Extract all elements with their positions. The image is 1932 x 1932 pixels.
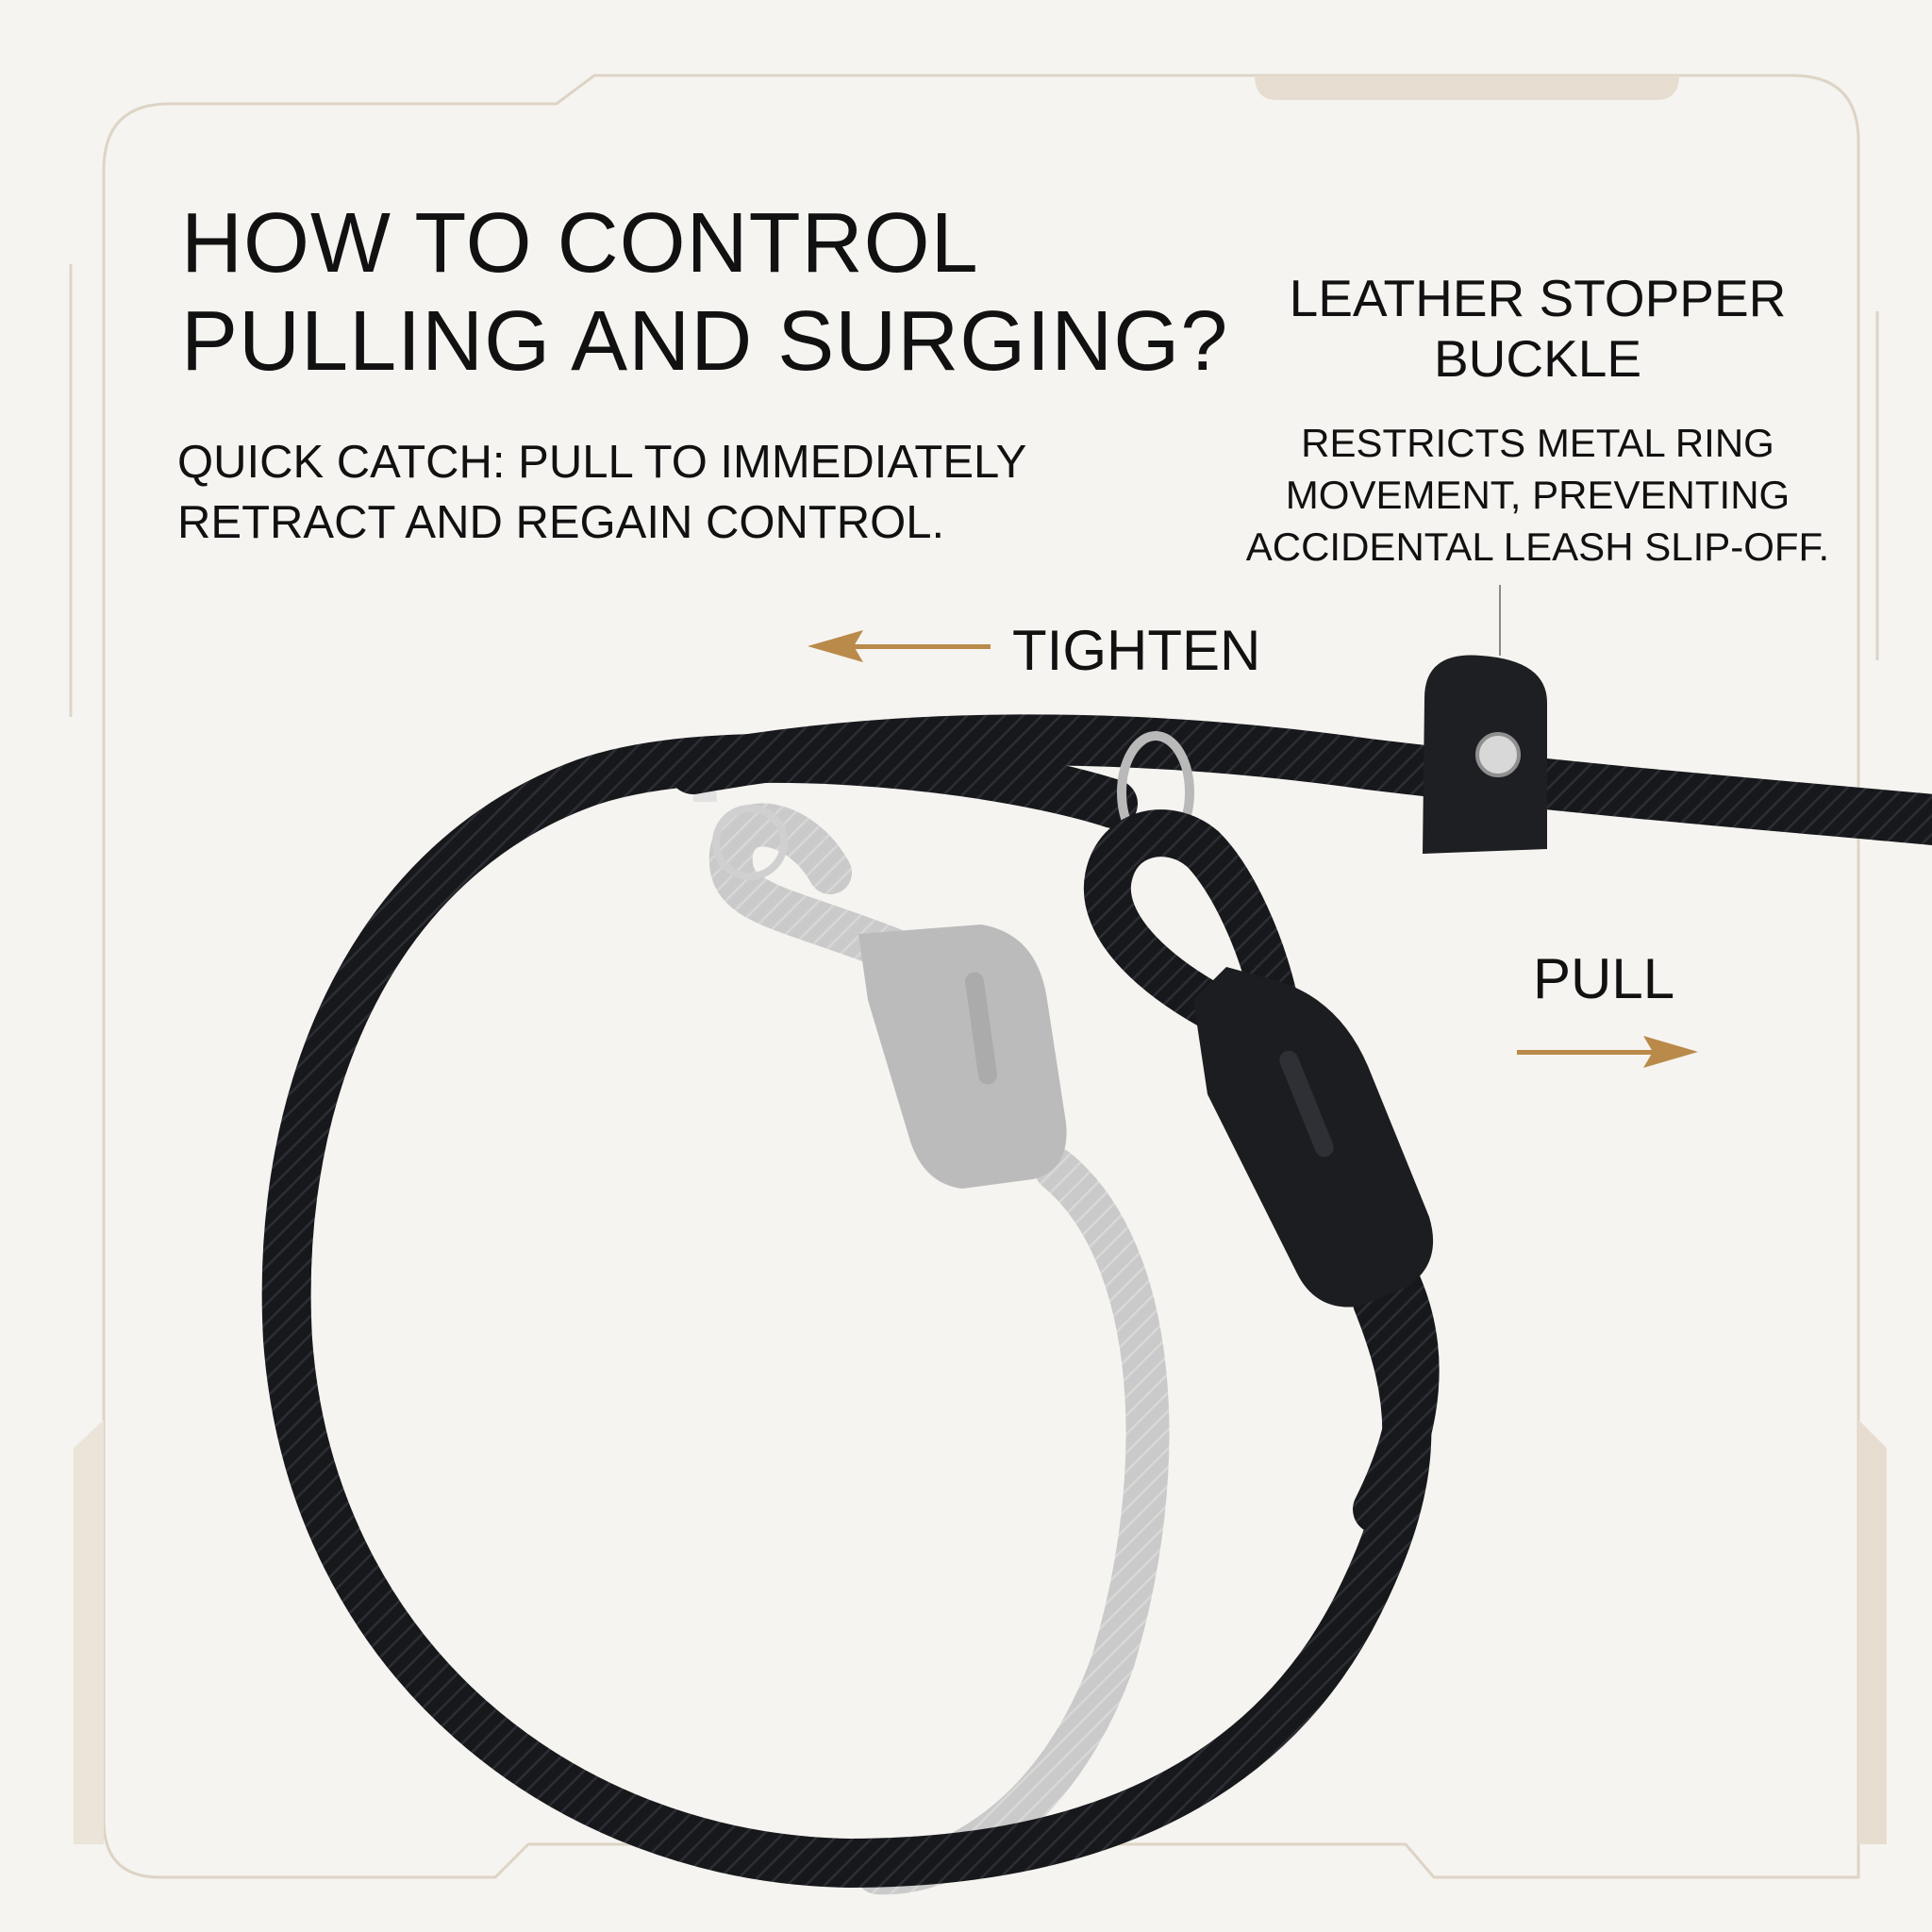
leather-stopper (1423, 655, 1547, 854)
quick-catch-line: QUICK CATCH: PULL TO IMMEDIATELY (177, 437, 1027, 488)
stopper-title-line: LEATHER STOPPER (1289, 269, 1787, 327)
stopper-desc-line: ACCIDENTAL LEASH SLIP-OFF. (1245, 525, 1830, 569)
rope-end-loop (1083, 809, 1302, 1052)
accent-bracket-right (1858, 1420, 1887, 1844)
ghost-sleeve (858, 924, 1067, 1189)
accent-tab-top (1255, 75, 1679, 100)
pull-label: PULL (1533, 947, 1675, 1010)
ghost-end-loop (708, 803, 923, 974)
ghost-leash (689, 745, 1170, 1895)
ghost-sleeve-slot (965, 972, 997, 1085)
rope-tail (1353, 1240, 1440, 1534)
stopper-description: RESTRICTS METAL RING MOVEMENT, PREVENTIN… (1198, 417, 1877, 573)
stopper-desc-line: MOVEMENT, PREVENTING (1285, 473, 1790, 517)
rope-main (668, 714, 1932, 846)
stopper-desc-line: RESTRICTS METAL RING (1301, 421, 1774, 465)
tighten-label: TIGHTEN (1012, 619, 1261, 682)
quick-catch-line: RETRACT AND REGAIN CONTROL. (177, 497, 945, 548)
headline: HOW TO CONTROL PULLING AND SURGING? (181, 194, 1228, 391)
headline-line: PULLING AND SURGING? (181, 294, 1229, 389)
quick-catch-description: QUICK CATCH: PULL TO IMMEDIATELY RETRACT… (177, 432, 1026, 553)
stopper-title: LEATHER STOPPER BUCKLE (1245, 268, 1830, 389)
decorative-frame (69, 74, 1879, 1879)
ghost-rope (856, 1148, 1170, 1895)
accent-bracket-left (74, 1420, 104, 1844)
sleeve-slot (1279, 1050, 1334, 1158)
ghost-ring (712, 805, 788, 880)
stopper-rivet (1475, 732, 1521, 777)
pull-arrow (1517, 1036, 1698, 1068)
tighten-arrow (808, 630, 991, 662)
rope-loop (261, 733, 1432, 1889)
stopper-title-line: BUCKLE (1433, 329, 1642, 388)
headline-line: HOW TO CONTROL (181, 196, 979, 291)
